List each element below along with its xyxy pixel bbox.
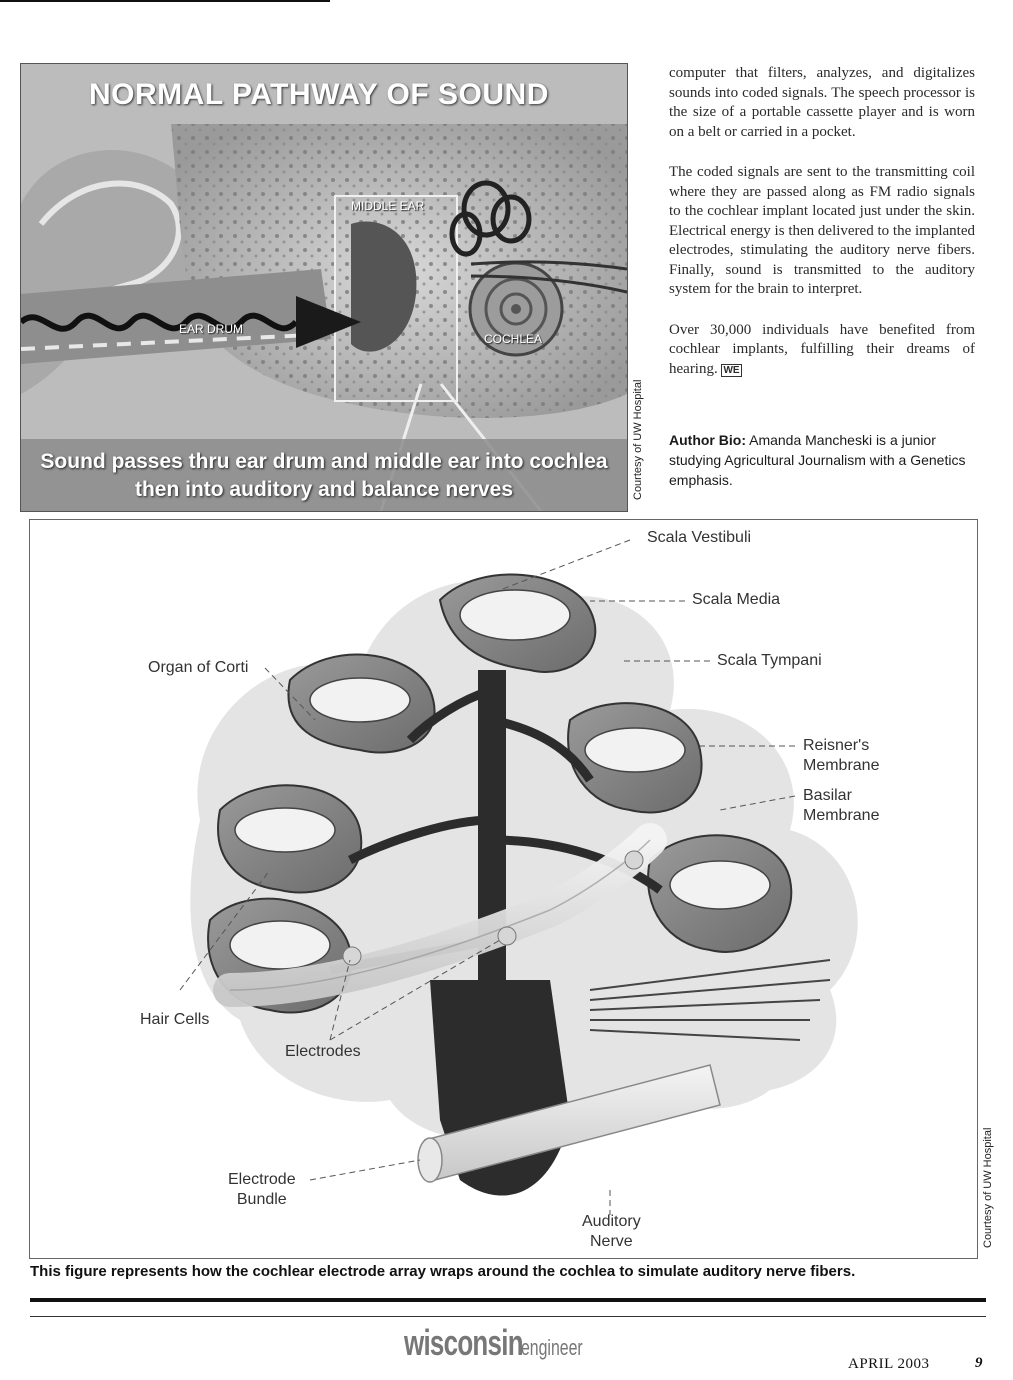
page-number: 9 — [975, 1355, 983, 1372]
label-hair-cells: Hair Cells — [140, 1010, 209, 1030]
footer-rule-thick — [30, 1298, 986, 1302]
masthead-logo: wisconsinengineer — [404, 1322, 607, 1364]
basilar-line-2: Membrane — [803, 807, 879, 824]
label-reisners-membrane: Reisner's Membrane — [803, 736, 879, 776]
electrode-bundle-line-2: Bundle — [237, 1191, 287, 1208]
masthead-main: wisconsin — [404, 1322, 523, 1364]
label-scala-vestibuli: Scala Vestibuli — [647, 528, 751, 548]
label-scala-media: Scala Media — [692, 590, 780, 610]
basilar-line-1: Basilar — [803, 787, 852, 804]
auditory-nerve-line-2: Nerve — [590, 1233, 633, 1250]
ear-anatomy-illustration — [21, 64, 627, 511]
label-basilar-membrane: Basilar Membrane — [803, 786, 879, 826]
label-electrodes: Electrodes — [285, 1042, 361, 1062]
end-mark: WE — [721, 364, 741, 377]
figure-title: NORMAL PATHWAY OF SOUND — [21, 78, 627, 112]
reisners-line-2: Membrane — [803, 757, 879, 774]
issue-date: APRIL 2003 — [848, 1356, 930, 1373]
figure-credit-bottom: Courtesy of UW Hospital — [982, 1130, 1002, 1250]
label-ear-drum: EAR DRUM — [179, 322, 243, 336]
paragraph-3: Over 30,000 individuals have benefited f… — [669, 321, 975, 381]
top-rule — [0, 0, 330, 2]
paragraph-2: The coded signals are sent to the transm… — [669, 163, 975, 300]
caption-line-2: then into auditory and balance nerves — [21, 476, 627, 504]
figure-caption-bottom: This figure represents how the cochlear … — [30, 1263, 990, 1280]
paragraph-1: computer that filters, analyzes, and dig… — [669, 64, 975, 142]
caption-line-1: Sound passes thru ear drum and middle ea… — [21, 448, 627, 476]
label-electrode-bundle: Electrode Bundle — [228, 1170, 296, 1210]
label-middle-ear: MIDDLE EAR — [351, 199, 424, 213]
paragraph-3-text: Over 30,000 individuals have benefited f… — [669, 322, 975, 377]
footer-rule-thin — [30, 1316, 986, 1317]
masthead-sub: engineer — [521, 1335, 583, 1361]
auditory-nerve-line-1: Auditory — [582, 1213, 641, 1230]
article-column: computer that filters, analyzes, and dig… — [669, 64, 975, 401]
figure-caption: Sound passes thru ear drum and middle ea… — [21, 448, 627, 504]
reisners-line-1: Reisner's — [803, 737, 869, 754]
author-bio: Author Bio: Amanda Mancheski is a junior… — [669, 430, 979, 490]
label-auditory-nerve: Auditory Nerve — [582, 1212, 641, 1252]
electrode-bundle-line-1: Electrode — [228, 1171, 296, 1188]
label-organ-of-corti: Organ of Corti — [148, 658, 248, 678]
figure-normal-pathway: NORMAL PATHWAY OF SOUND MIDDLE EAR EAR D… — [20, 63, 628, 512]
credit-text-bottom: Courtesy of UW Hospital — [982, 1128, 994, 1248]
figure-credit-top: Courtesy of UW Hospital — [632, 380, 652, 500]
label-scala-tympani: Scala Tympani — [717, 651, 822, 671]
label-cochlea: COCHLEA — [484, 332, 542, 346]
credit-text: Courtesy of UW Hospital — [632, 380, 644, 500]
cochlea-cross-section-illustration — [30, 520, 977, 1258]
bio-label: Author Bio: — [669, 432, 746, 448]
figure-cochlea-electrode: Scala Vestibuli Scala Media Scala Tympan… — [29, 519, 978, 1259]
